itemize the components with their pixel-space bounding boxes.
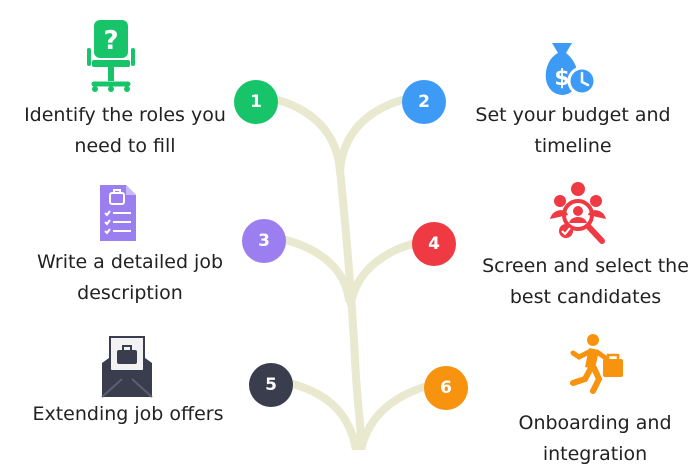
- step-label-1: Identify the roles you need to fill: [24, 104, 226, 157]
- step-node-1: 1: [234, 80, 278, 124]
- step-label-5: Extending job offers: [32, 403, 224, 425]
- question-chair-icon: ?: [87, 20, 135, 92]
- branch-6: [357, 383, 428, 450]
- money-bag-clock-icon: $: [545, 43, 597, 96]
- branch-3: [282, 236, 353, 304]
- tree-trunk: [336, 166, 365, 450]
- svg-text:$: $: [554, 66, 569, 91]
- envelope-briefcase-icon: [101, 336, 153, 398]
- branch-1: [274, 96, 344, 176]
- candidate-search-icon: [550, 182, 606, 244]
- branch-5: [289, 380, 360, 450]
- step-label-6: Onboarding and integration: [518, 412, 672, 465]
- hiring-steps-diagram: 1 2 3 4 5 6 Identify the roles you need …: [24, 20, 689, 465]
- step-node-4: 4: [412, 222, 456, 266]
- svg-text:?: ?: [103, 26, 118, 56]
- branch-4: [347, 240, 416, 308]
- step-node-2: 2: [402, 80, 446, 124]
- step-label-2: Set your budget and timeline: [475, 104, 671, 157]
- branch-2: [336, 96, 406, 176]
- step-node-3: 3: [242, 219, 286, 263]
- running-person-briefcase-icon: [570, 334, 623, 394]
- step-node-5: 5: [249, 363, 293, 407]
- checklist-document-icon: [100, 185, 136, 241]
- step-label-3: Write a detailed job description: [36, 251, 224, 304]
- step-label-4: Screen and select the best candidates: [482, 255, 689, 308]
- tree-branches: [274, 96, 428, 450]
- step-node-6: 6: [424, 366, 468, 410]
